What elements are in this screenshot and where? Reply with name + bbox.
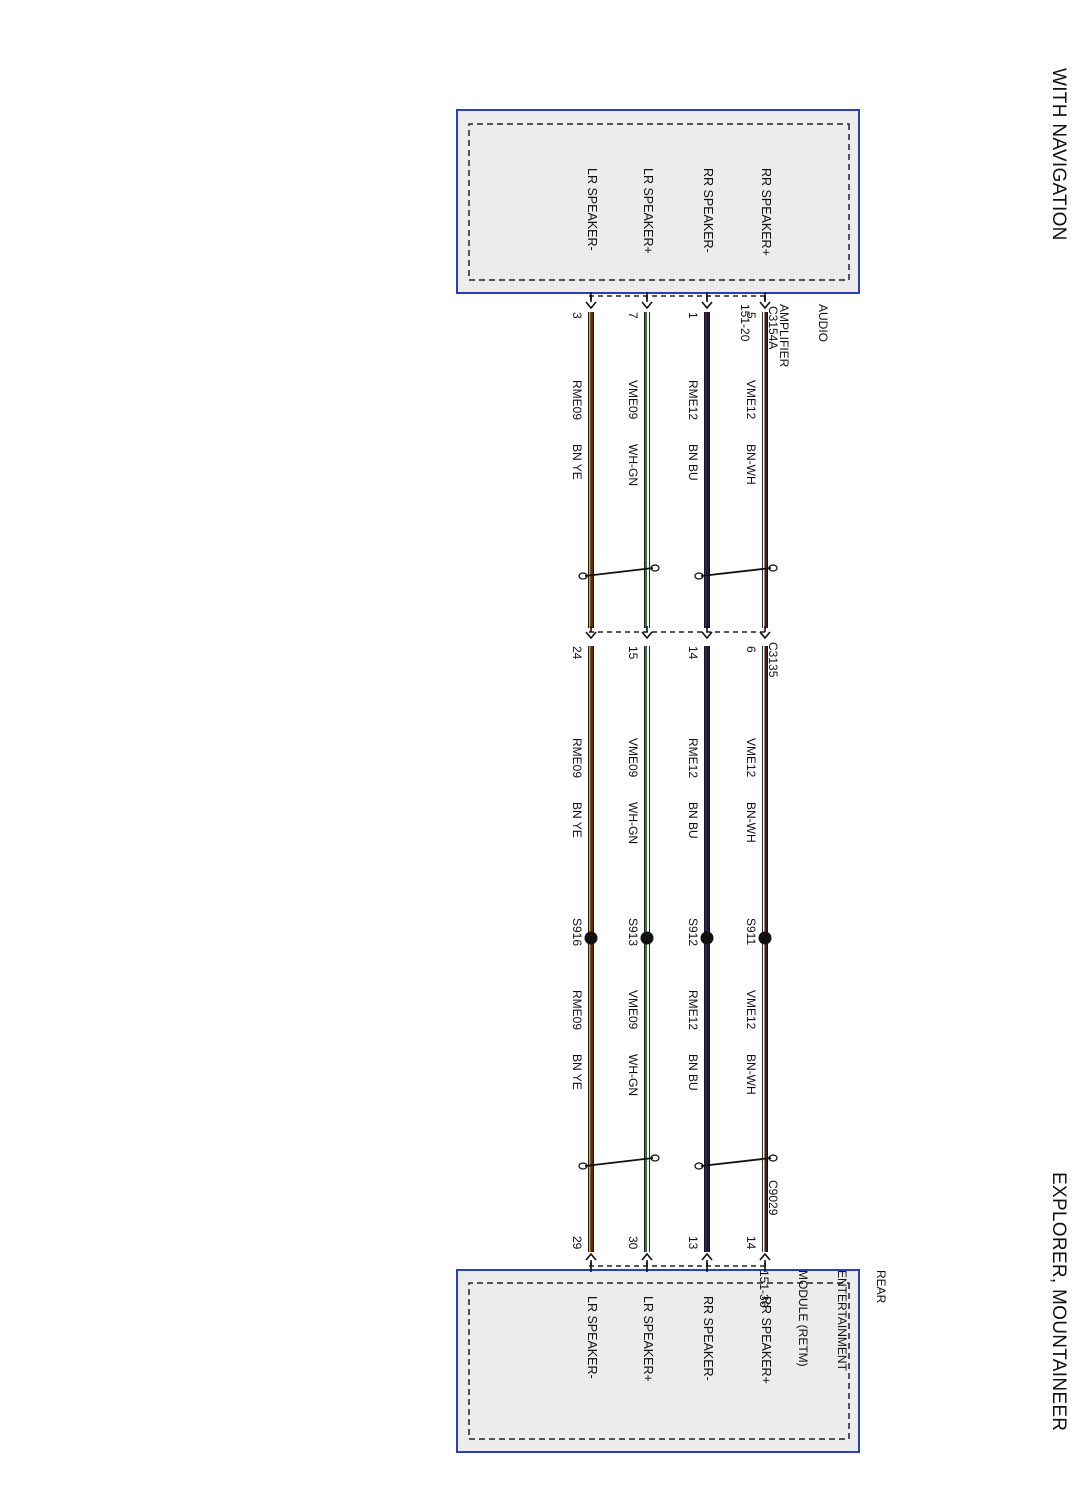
amp-pin-name: RR SPEAKER+: [759, 168, 773, 256]
audio-amplifier-name: AUDIO AMPLIFIER 151-20: [712, 304, 855, 367]
circuit-label: VME09: [626, 380, 640, 420]
twisted-pair-end: [768, 1154, 778, 1162]
amp-pin-mark: [585, 301, 597, 310]
circuit-label: VME12: [744, 990, 758, 1030]
amplifier-connector-outline: [585, 295, 766, 300]
connector-c9029-label: C9029: [766, 1180, 780, 1216]
color-code-label: BN YE: [570, 1054, 584, 1090]
amp-pin-number: 5: [744, 312, 758, 319]
c3135-pin-mark: [585, 631, 597, 640]
amp-pin-number: 3: [570, 312, 584, 319]
circuit-label: VME12: [744, 380, 758, 420]
amp-pin-mark: [759, 301, 771, 310]
retm-pin-name: LR SPEAKER+: [641, 1296, 655, 1382]
amp-pin-name: RR SPEAKER-: [701, 168, 715, 253]
connector-c3135-label: C3135: [766, 642, 780, 678]
color-code-label: BN-WH: [744, 444, 758, 485]
circuit-label: RME09: [570, 738, 584, 779]
twisted-pair-mark: [584, 1157, 654, 1167]
color-code-label: BN-WH: [744, 1054, 758, 1095]
twisted-pair-end: [650, 1154, 660, 1162]
circuit-label: RME09: [570, 380, 584, 421]
c9029-pin-mark: [585, 1252, 597, 1261]
color-code-label: WH-GN: [626, 444, 640, 486]
twisted-pair-end: [694, 1162, 704, 1170]
color-code-label: BN BU: [686, 802, 700, 839]
c9029-pin-number: 29: [570, 1236, 584, 1250]
c9029-pin-mark: [641, 1252, 653, 1261]
retm-inner-dash: [468, 1282, 850, 1440]
circuit-label: RME09: [570, 990, 584, 1031]
twisted-pair-end: [578, 572, 588, 580]
circuit-label: RME12: [686, 738, 700, 779]
color-code-label: BN-WH: [744, 802, 758, 843]
amp-name-line: AUDIO: [816, 304, 830, 343]
amp-pin-mark: [701, 301, 713, 310]
retm-box[interactable]: [456, 1269, 860, 1453]
c3135-pin-mark: [641, 631, 653, 640]
color-code-label: BN YE: [570, 802, 584, 838]
circuit-label: RME12: [686, 380, 700, 421]
connector-c3154a-label: C3154A: [766, 306, 780, 350]
splice-label: S911: [744, 918, 758, 946]
color-code-label: WH-GN: [626, 1054, 640, 1096]
amp-pin-name: LR SPEAKER-: [585, 168, 599, 251]
c9029-pin-number: 14: [744, 1236, 758, 1250]
circuit-label: VME09: [626, 738, 640, 778]
audio-amplifier-inner-dash: [468, 123, 850, 281]
c9029-pin-mark: [701, 1252, 713, 1261]
c9029-pin-number: 30: [626, 1236, 640, 1250]
twisted-pair-mark: [584, 567, 654, 577]
c3135-pin-number: 6: [744, 646, 758, 653]
splice-s911: [758, 931, 772, 945]
amp-pin-number: 1: [686, 312, 700, 319]
retm-pin-name: RR SPEAKER-: [701, 1296, 715, 1381]
twisted-pair-end: [650, 564, 660, 572]
twisted-pair-mark: [700, 567, 772, 577]
color-code-label: BN BU: [686, 444, 700, 481]
retm-pin-name: LR SPEAKER-: [585, 1296, 599, 1379]
splice-s913: [640, 931, 654, 945]
twisted-pair-end: [694, 572, 704, 580]
retm-name-line: REAR: [874, 1270, 888, 1304]
circuit-label: VME09: [626, 990, 640, 1030]
amp-pin-name: LR SPEAKER+: [641, 168, 655, 254]
color-code-label: BN YE: [570, 444, 584, 480]
color-code-label: BN BU: [686, 1054, 700, 1091]
amp-pin-number: 7: [626, 312, 640, 319]
color-code-label: WH-GN: [626, 802, 640, 844]
c3135-pin-mark: [759, 631, 771, 640]
c3135-pin-number: 14: [686, 646, 700, 660]
retm-pin-name: RR SPEAKER+: [759, 1296, 773, 1384]
splice-s912: [700, 931, 714, 945]
c3135-pin-number: 15: [626, 646, 640, 660]
splice-label: S913: [626, 918, 640, 947]
splice-label: S912: [686, 918, 700, 947]
c3135-pin-number: 24: [570, 646, 584, 660]
splice-label: S916: [570, 918, 584, 947]
circuit-label: VME12: [744, 738, 758, 778]
twisted-pair-mark: [700, 1157, 772, 1167]
c9029-pin-number: 13: [686, 1236, 700, 1250]
audio-amplifier-box[interactable]: [456, 109, 860, 294]
splice-s916: [584, 931, 598, 945]
c9029-pin-mark: [759, 1252, 771, 1261]
amp-pin-mark: [641, 301, 653, 310]
twisted-pair-end: [578, 1162, 588, 1170]
circuit-label: RME12: [686, 990, 700, 1031]
c3135-pin-mark: [701, 631, 713, 640]
retm-name-line: MODULE (RETM): [796, 1270, 810, 1367]
twisted-pair-end: [768, 564, 778, 572]
retm-name-line: ENTERTAINMENT: [835, 1270, 849, 1371]
